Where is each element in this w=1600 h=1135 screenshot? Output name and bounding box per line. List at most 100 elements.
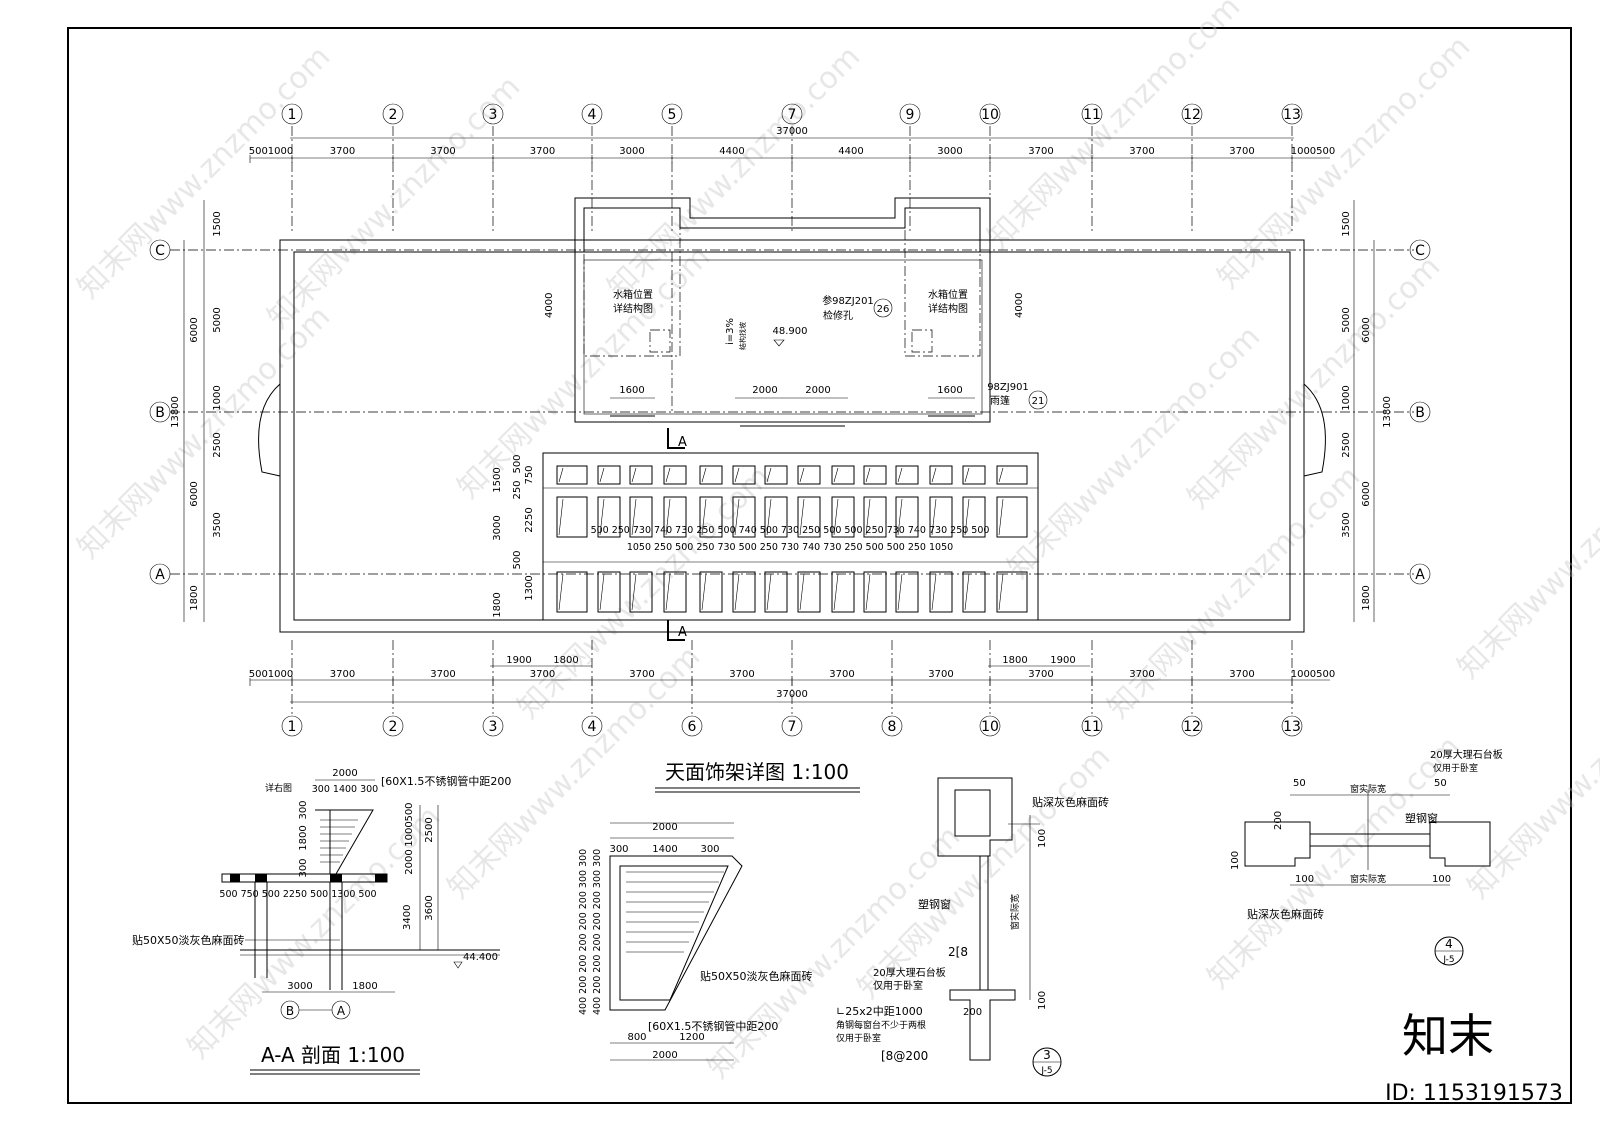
dim-label: 3700 (1028, 669, 1053, 680)
left-dim-inner: 5000 (212, 307, 223, 332)
axis-right-label-circle (1409, 563, 1431, 585)
detail-slats (626, 871, 724, 953)
aa-detail-ref: 详右图 (265, 782, 292, 794)
right-total: 13800 (1382, 396, 1393, 428)
frame-cell-slope (931, 467, 937, 483)
frame-outline (542, 452, 1039, 621)
beam-post (255, 874, 267, 882)
frame-cell (732, 465, 756, 485)
axis-bottom-label-circle (881, 715, 903, 737)
wall-right (1429, 821, 1491, 867)
frame-cell (663, 496, 687, 538)
axis-top-label-circle (781, 103, 803, 125)
section-label-top: A (678, 435, 687, 450)
axis-right-label-circle (1409, 239, 1431, 261)
level-48900: 48.900 (773, 326, 808, 337)
frame-cell-slope (631, 467, 637, 483)
ref-bubble-26 (873, 298, 893, 318)
aa-top-dim: 2000 (332, 768, 357, 779)
frame-cell (962, 571, 986, 613)
d4-dim-50b: 50 (1434, 778, 1447, 789)
frame-cell (895, 571, 919, 613)
left-dim-outer: 6000 (189, 317, 200, 342)
tank-block-outline (574, 197, 991, 252)
axis-top-label: 12 (1183, 107, 1201, 123)
frame-detail: 2000 300 1400 300 400 200 200 200 200 20… (578, 822, 813, 1061)
frame-cell (996, 496, 1028, 538)
dim-label: 1000500 (1291, 669, 1336, 680)
axis-bottom-label: 10 (981, 719, 999, 735)
tank-right (904, 207, 981, 357)
watermark-text: 知末网www.znzmo.com (1101, 459, 1367, 725)
frame-vdim: 3000 (492, 515, 503, 540)
axis-top-label: 1 (288, 107, 297, 123)
tank-sub-left: 详结构图 (613, 302, 653, 315)
fd-bottom-800: 800 (627, 1032, 646, 1043)
frame-cell (663, 571, 687, 613)
frame-cell (929, 571, 953, 613)
frame-cell-slope (766, 498, 772, 536)
fd-bottom-1200: 1200 (679, 1032, 704, 1043)
d4-marble-sub: 仅用于卧室 (1433, 762, 1478, 774)
axis-top-label-circle (1281, 103, 1303, 125)
frame-cell-slope (865, 498, 871, 536)
stair-house-inner (583, 259, 983, 415)
watermark-text: 知末网www.znzmo.com (601, 39, 867, 305)
d3-angle-sub2: 仅用于卧室 (836, 1032, 881, 1044)
frame-cell (962, 465, 986, 485)
axis-right-label-circle (1409, 401, 1431, 423)
dim-label: 3000 (619, 146, 644, 157)
frame-vdim: 1300 (524, 575, 535, 600)
frame-cell-slope (734, 498, 740, 536)
frame-cell-slope (558, 498, 564, 536)
frame-cell-slope (833, 467, 839, 483)
frame-cell-slope (599, 498, 605, 536)
section-mark-top (667, 428, 685, 449)
d3-bar: [8@200 (881, 1049, 928, 1063)
tank-label-left: 水箱位置 (613, 288, 653, 301)
plan-title: 天面饰架详图 1:100 (665, 760, 849, 784)
frame-cell (764, 496, 788, 538)
axis-top-label-circle (661, 103, 683, 125)
dim-label: 3700 (1129, 669, 1154, 680)
aa-vdim: 300 (298, 858, 309, 877)
frame-cell-slope (631, 498, 637, 536)
frame-cell-slope (701, 498, 707, 536)
axis-bottom-label-circle (979, 715, 1001, 737)
axis-bottom-label: 3 (489, 719, 498, 735)
dim-label: 4400 (719, 146, 744, 157)
detail-inner (619, 865, 729, 1001)
frame-vdim: 750 (524, 465, 535, 484)
axis-top-label: 2 (389, 107, 398, 123)
axis-top-label-circle (1081, 103, 1103, 125)
dim-label: 3700 (530, 146, 555, 157)
d4-num: 4 (1445, 937, 1453, 951)
frame-cell (797, 571, 821, 613)
frame-cell (863, 571, 887, 613)
frame-cell-slope (865, 467, 871, 483)
frame-cell-slope (897, 498, 903, 536)
right-dim-outer: 6000 (1361, 481, 1372, 506)
axis-bottom-label-circle (681, 715, 703, 737)
dim-label: 3700 (1229, 669, 1254, 680)
axis-top-label: 5 (668, 107, 677, 123)
frame-cell (597, 465, 621, 485)
frame-cell (996, 571, 1028, 613)
frame-cell (797, 496, 821, 538)
axis-bottom-label: 2 (389, 719, 398, 735)
frame-cell-slope (964, 498, 970, 536)
roof-outline (279, 239, 1305, 633)
fd-top-dim: 2000 (652, 822, 677, 833)
frame-cell-slope (799, 573, 805, 611)
fd-tile: 贴50X50淡灰色麻面砖 (700, 969, 813, 983)
frame-cell-slope (734, 573, 740, 611)
axis-bottom-label: 1 (288, 719, 297, 735)
tank-hatch-left (649, 329, 671, 353)
frame-cell (831, 571, 855, 613)
aa-rdim: 2500 (424, 817, 435, 842)
d3-num: 3 (1043, 1048, 1051, 1062)
axis-top-label-circle (281, 103, 303, 125)
